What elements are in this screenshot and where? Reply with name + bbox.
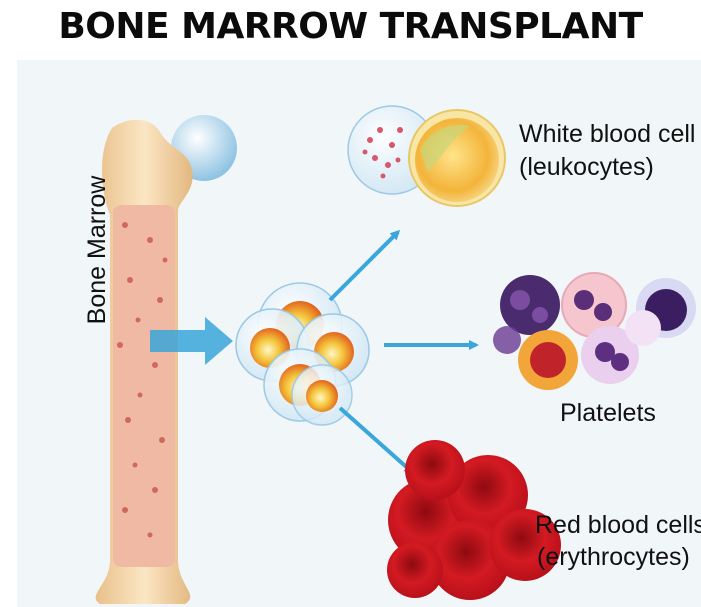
- bone-marrow-label: Bone Marrow: [82, 100, 112, 400]
- platelets-label: Platelets: [560, 398, 656, 428]
- erythrocytes-label: (erythrocytes): [537, 542, 690, 572]
- arrow-to-wbc: [330, 232, 398, 300]
- bone-icon: [96, 115, 237, 604]
- white-blood-cell-label: White blood cell: [519, 119, 695, 149]
- leukocytes-label: (leukocytes): [519, 152, 654, 182]
- platelets-icon: [493, 273, 696, 390]
- red-blood-cells-label: Red blood cells: [535, 510, 701, 540]
- arrow-to-rbc: [340, 408, 412, 472]
- stem-cell-cluster: [236, 283, 369, 425]
- white-blood-cell-icon: [348, 106, 505, 206]
